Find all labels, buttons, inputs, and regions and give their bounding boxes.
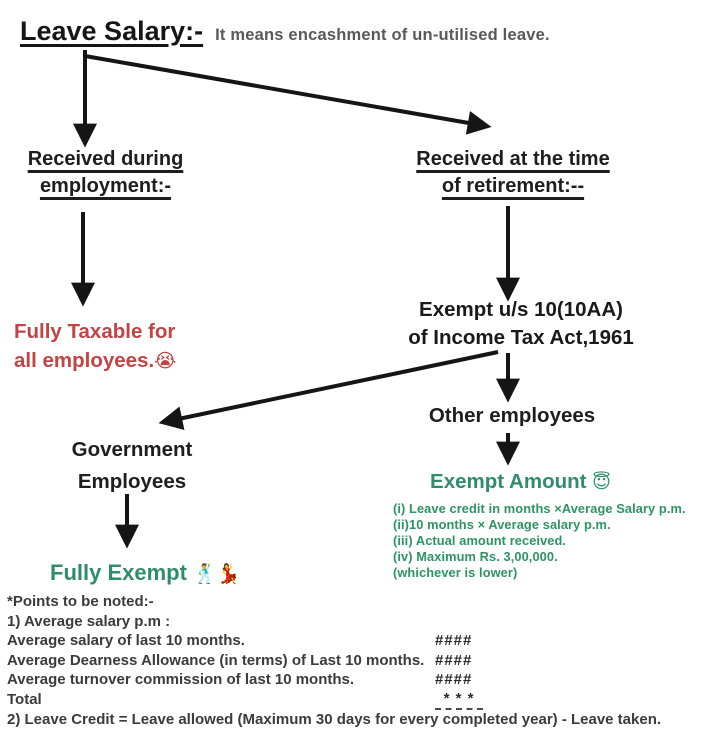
- node-line: Received at the time: [416, 148, 610, 170]
- node-line: of retirement:--: [441, 175, 585, 197]
- notes-point-1: 1) Average salary p.m :: [7, 612, 171, 630]
- note-row-value: ####: [435, 632, 473, 650]
- arrow-title-to-retirement: [84, 54, 492, 135]
- halo-face-emoji: 😇: [592, 472, 611, 492]
- node-received-during-employment: Received during employment:-: [8, 146, 203, 200]
- node-line: Fully Exempt: [50, 560, 187, 585]
- crying-face-emoji: 😭: [154, 350, 177, 372]
- page-title: Leave Salary:-: [20, 16, 204, 46]
- node-exempt-amount: Exempt Amount 😇: [418, 468, 623, 496]
- dancing-emojis: 🕺💃: [193, 564, 241, 585]
- notes-point-2: 2) Leave Credit = Leave allowed (Maximum…: [7, 710, 662, 728]
- list-item: (whichever is lower): [393, 564, 518, 580]
- note-row-total-value: * * *: [435, 690, 483, 710]
- node-line: Exempt u/s 10(10AA): [419, 298, 623, 321]
- node-line: Fully Taxable for: [14, 320, 176, 343]
- node-line: all employees.: [14, 348, 155, 372]
- notes-heading: *Points to be noted:-: [7, 593, 154, 610]
- node-line: Employees: [77, 469, 187, 493]
- note-row-value: ####: [435, 671, 473, 689]
- note-row-value: ####: [435, 651, 473, 669]
- page-title-row: Leave Salary:- It means encashment of un…: [20, 16, 550, 47]
- node-exempt-section-10aa: Exempt u/s 10(10AA) of Income Tax Act,19…: [396, 296, 646, 351]
- node-line: Government: [71, 438, 193, 461]
- node-line: employment:-: [39, 175, 172, 197]
- note-row: Average Dearness Allowance (in terms) of…: [7, 651, 715, 671]
- list-item: (iii) Actual amount received.: [393, 532, 567, 548]
- node-received-at-retirement: Received at the time of retirement:--: [393, 146, 633, 200]
- note-row-label: Average Dearness Allowance (in terms) of…: [7, 651, 425, 669]
- note-row-total: Total * * *: [7, 690, 715, 710]
- node-fully-exempt: Fully Exempt 🕺💃: [50, 558, 280, 588]
- note-row-label: Total: [7, 690, 42, 708]
- list-item: (i) Leave credit in months ×Average Sala…: [393, 501, 686, 516]
- note-row-label: Average turnover commission of last 10 m…: [7, 671, 355, 689]
- note-row: Average salary of last 10 months. ####: [7, 631, 715, 651]
- note-row: Average turnover commission of last 10 m…: [7, 670, 715, 690]
- node-line: Received during: [27, 148, 184, 170]
- node-line: of Income Tax Act,1961: [408, 325, 634, 349]
- list-item: (iv) Maximum Rs. 3,00,000.: [393, 548, 558, 564]
- exempt-amount-list: (i) Leave credit in months ×Average Sala…: [393, 501, 720, 581]
- node-line: Other employees: [428, 404, 596, 427]
- node-government-employees: Government Employees: [56, 434, 208, 498]
- points-to-be-noted: *Points to be noted:- 1) Average salary …: [7, 592, 715, 729]
- list-item: (ii)10 months × Average salary p.m.: [393, 516, 611, 532]
- node-line: Exempt Amount: [430, 470, 587, 493]
- page-subtitle: It means encashment of un-utilised leave…: [215, 26, 550, 44]
- node-fully-taxable: Fully Taxable for all employees.😭: [14, 318, 214, 375]
- node-other-employees: Other employees: [416, 402, 608, 430]
- note-row-label: Average salary of last 10 months.: [7, 632, 245, 650]
